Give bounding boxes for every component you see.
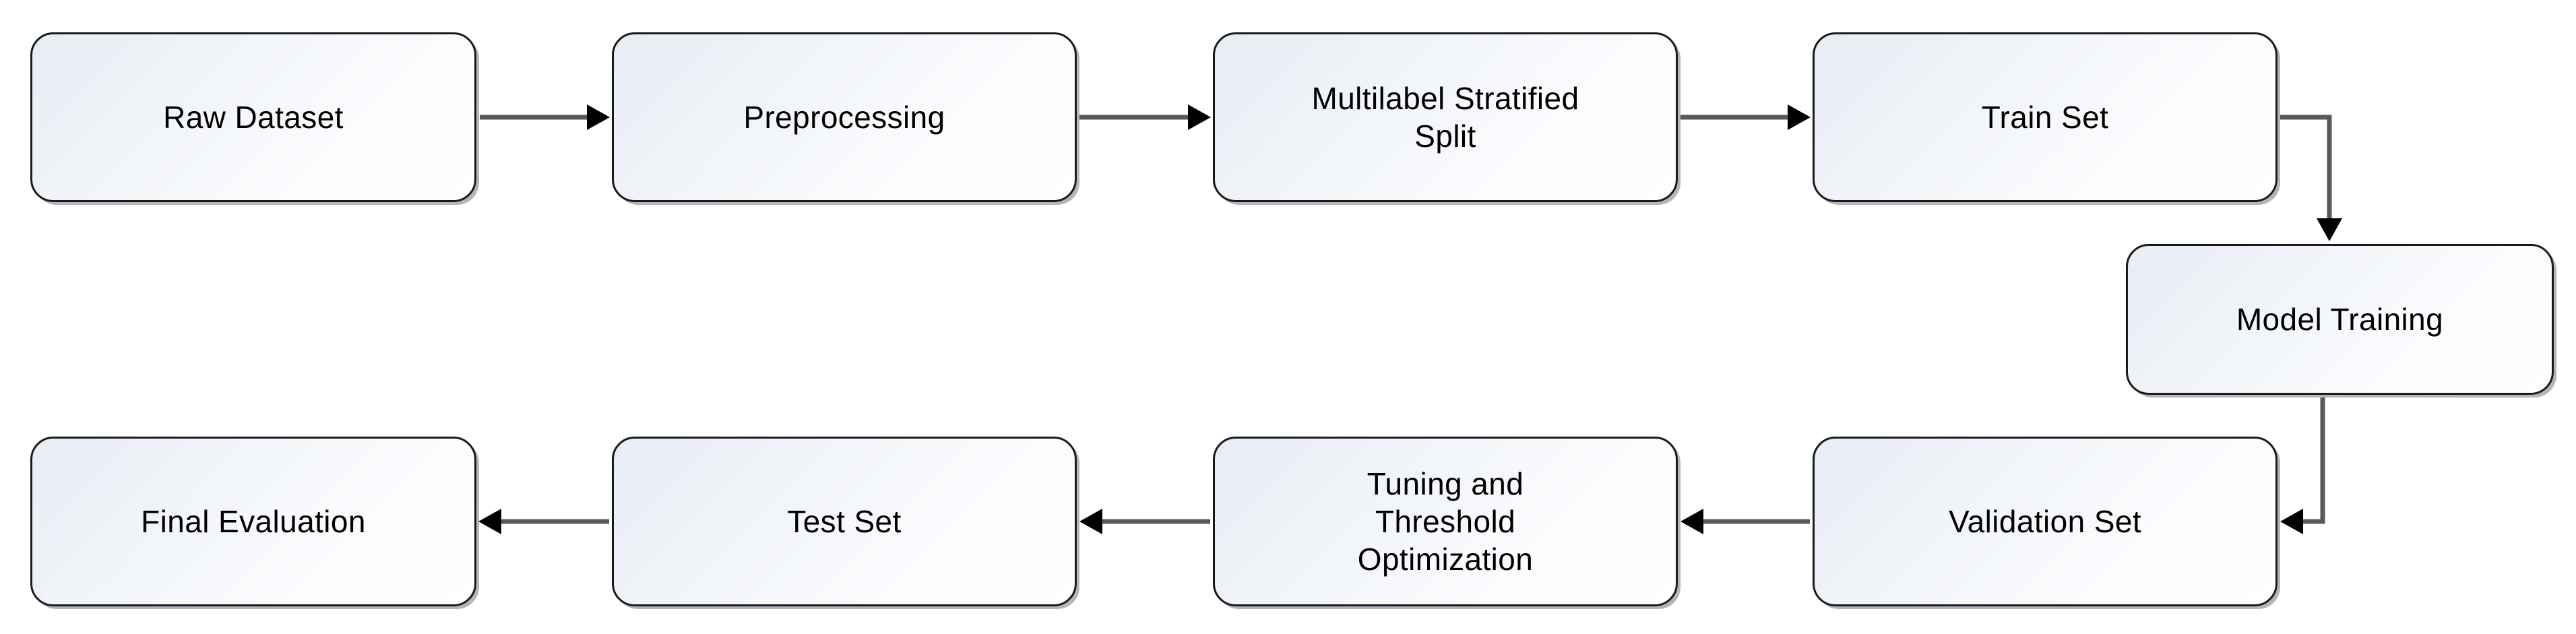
arrowhead-raw-dataset-to-preprocessing [587,104,610,130]
node-label-validation-set: Validation Set [1948,503,2142,539]
node-train-set[interactable]: Train Set [1813,32,2277,202]
node-label-raw-dataset: Raw Dataset [163,99,344,135]
arrowhead-train-set-to-model-training [2317,218,2342,241]
edge-train-set-to-model-training [2280,115,2332,222]
arrowhead-validation-set-to-tuning-threshold [1680,509,1703,534]
node-preprocessing[interactable]: Preprocessing [612,32,1077,202]
node-label-preprocessing: Preprocessing [743,99,945,135]
node-tuning-and-threshold-optimization[interactable]: Tuning and Threshold Optimization [1213,437,1678,606]
arrowhead-model-training-to-validation-set [2280,509,2303,534]
node-label-train-set: Train Set [1981,99,2109,135]
arrowhead-preprocessing-to-stratified-split [1188,104,1211,130]
node-final-evaluation[interactable]: Final Evaluation [30,437,476,606]
node-model-training[interactable]: Model Training [2126,244,2554,395]
arrowhead-tuning-threshold-to-test-set [1079,509,1102,534]
node-test-set[interactable]: Test Set [612,437,1077,606]
node-label-model-training: Model Training [2236,301,2444,337]
node-label-test-set: Test Set [787,503,902,539]
edge-model-training-to-validation-set [2299,398,2325,524]
arrowhead-stratified-split-to-train-set [1788,104,1811,130]
node-raw-dataset[interactable]: Raw Dataset [30,32,476,202]
node-label-multilabel-stratified-split: Multilabel Stratified Split [1311,80,1579,154]
node-label-tuning-and-threshold-optimization: Tuning and Threshold Optimization [1357,466,1534,577]
node-multilabel-stratified-split[interactable]: Multilabel Stratified Split [1213,32,1678,202]
node-label-final-evaluation: Final Evaluation [141,503,366,539]
node-validation-set[interactable]: Validation Set [1813,437,2277,606]
arrowhead-test-set-to-final-evaluation [478,509,501,534]
